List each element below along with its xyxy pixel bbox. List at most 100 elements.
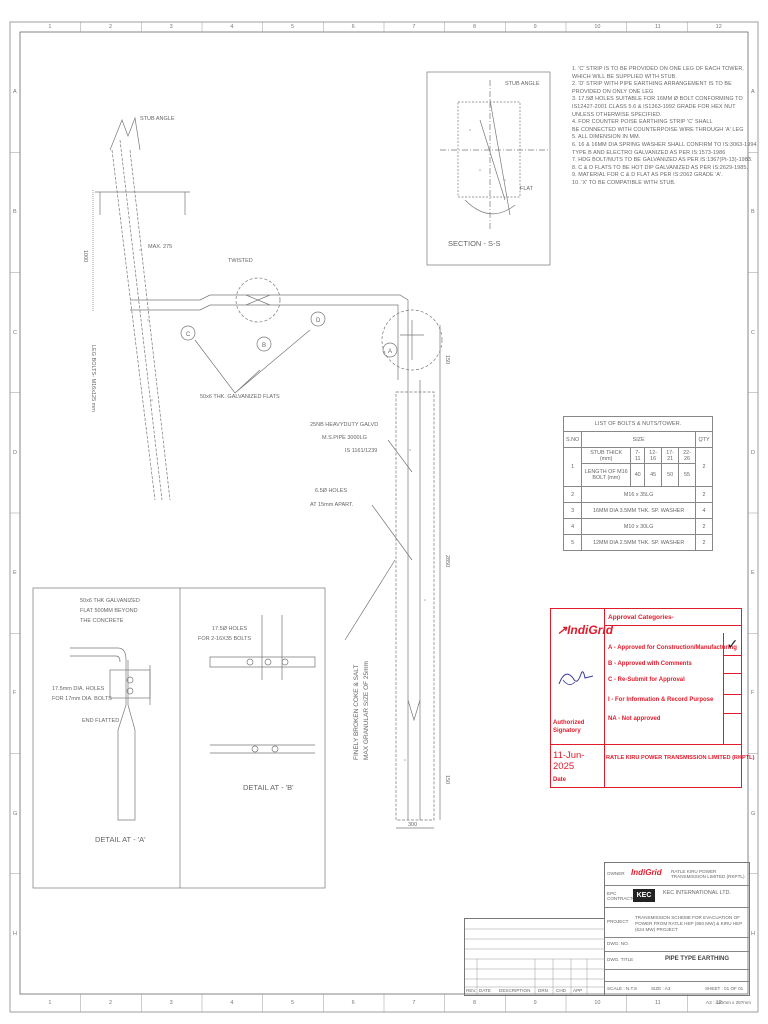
- zone-marker: 12: [715, 24, 722, 30]
- detail-a-line-3: THE CONCRETE: [80, 618, 124, 624]
- checkbox-na: [724, 714, 741, 734]
- note-line: IS12427-2001 CLASS 5.6 & IS1363-1992 GRA…: [572, 103, 736, 110]
- stamp-date: 11-Jun-2025: [553, 750, 585, 772]
- bolt-row-size: 12MM DIA 2.5MM THK. SP. WASHER: [581, 534, 696, 551]
- zone-marker: 4: [230, 24, 234, 30]
- zone-marker: E: [751, 570, 755, 577]
- detail-b-title: DETAIL AT - 'B': [243, 783, 294, 792]
- zone-marker: 1: [48, 24, 52, 30]
- zone-marker: A: [751, 89, 755, 96]
- thk-range: 17-21: [661, 447, 680, 464]
- bolt-row-sno: 2: [562, 486, 583, 503]
- label-pipe-2: M.S.PIPE 3000LG: [322, 435, 367, 441]
- contractor-row: EPC CONTRACTOR KEC KEC INTERNATIONAL LTD…: [605, 885, 749, 908]
- zone-marker: 5: [291, 24, 295, 30]
- category-na-label: NA - Not approved: [608, 716, 661, 722]
- bolt-row-size: M16 x 35LG: [581, 486, 696, 503]
- scale-row: SCALE : N.T.S SIZE : A3 SHEET : 01 OF 01: [605, 981, 749, 996]
- zone-marker: H: [751, 930, 755, 937]
- bolt-length: 50: [661, 463, 680, 487]
- bolt-row-qty: 2: [695, 486, 713, 503]
- project-label: PROJECT: [607, 919, 629, 924]
- label-dim-150-bot: 150: [444, 775, 450, 784]
- bolt-length: 40: [630, 463, 646, 487]
- bolt-list-table: LIST OF BOLTS & NUTS/TOWER. S.NO SIZE QT…: [562, 416, 713, 551]
- zone-marker: 4: [230, 1000, 234, 1006]
- detail-a-line-2: FLAT 500MM BEYOND: [80, 608, 138, 614]
- zone-marker: 8: [473, 1000, 477, 1006]
- note-line: 8. C & D FLATS TO BE HOT DIP GALVANIZED …: [572, 164, 749, 171]
- stamp-heading: Approval Categories-: [608, 614, 674, 621]
- bolt-row-size: M10 x 30LG: [581, 518, 696, 535]
- drawing-title: PIPE TYPE EARTHING: [665, 956, 730, 962]
- rev-header-date: DATE: [479, 988, 491, 993]
- detail-a-title: DETAIL AT - 'A': [95, 835, 146, 844]
- revision-table: REV. DATE DESCRIPTION DRN CHD APP: [464, 918, 605, 996]
- note-line: 2. 'D' STRIP WITH PIPE EARTHING ARRANGEM…: [572, 81, 732, 88]
- rev-header-app: APP: [573, 988, 583, 993]
- zone-marker: H: [13, 930, 17, 937]
- category-a-label: A - Approved for Construction/Manufactur…: [608, 645, 737, 651]
- zone-marker: 6: [351, 24, 355, 30]
- label-dim-300: 300: [408, 822, 417, 828]
- scale-text: SCALE : N.T.S: [607, 986, 638, 991]
- bolt-row-sno: 5: [562, 534, 583, 551]
- label-twisted: TWISTED: [228, 258, 253, 264]
- bolt-row-size: 16MM DIA 3.5MM THK. SP. WASHER: [581, 502, 696, 519]
- zone-marker: 6: [351, 1000, 355, 1006]
- general-notes: 1. 'C' STRIP IS TO BE PROVIDED ON ONE LE…: [572, 66, 757, 188]
- zone-marker: G: [13, 810, 18, 817]
- owner-label: OWNER: [607, 871, 625, 876]
- zone-marker: 11: [655, 1000, 661, 1006]
- zone-marker: 5: [291, 1000, 295, 1006]
- sheet-size-footer: A3 : 420mm x 297mm: [706, 1000, 751, 1005]
- note-line: BE CONNECTED WITH COUNTERPOISE WIRE THRO…: [572, 126, 744, 133]
- stamp-checkbox-column: ✓: [723, 633, 741, 744]
- thk-range: 7-11: [630, 447, 646, 464]
- note-line: 1. 'C' STRIP IS TO BE PROVIDED ON ONE LE…: [572, 66, 744, 72]
- label-dim-2850: 2850: [444, 555, 450, 567]
- bolt-table-title: LIST OF BOLTS & NUTS/TOWER.: [563, 416, 713, 431]
- zone-marker: 2: [109, 24, 113, 30]
- rev-header-drn: DRN: [538, 988, 548, 993]
- category-c-label: C - Re-Submit for Approval: [608, 677, 685, 683]
- drawing-title-label: DWG. TITLE: [607, 957, 634, 962]
- rev-header-chd: CHD: [556, 988, 566, 993]
- thk-range: 12-16: [644, 447, 663, 464]
- zone-marker: E: [13, 570, 17, 577]
- stamp-authorized: Authorized Signatory: [553, 720, 585, 734]
- thk-range: 22-26: [678, 447, 696, 464]
- zone-marker: 10: [594, 24, 601, 30]
- bolt-row-1-sno: 1: [562, 447, 583, 487]
- zone-marker: 2: [109, 1000, 113, 1006]
- size-text: SIZE : A3: [651, 986, 671, 991]
- owner-logo: IndiGrid: [631, 868, 662, 877]
- label-max-275: MAX. 275: [148, 244, 172, 250]
- rev-header-description: DESCRIPTION: [499, 988, 531, 993]
- bolt-table-header-sno: S.NO: [562, 431, 583, 448]
- label-dim-1000: 1000: [82, 250, 88, 262]
- detail-a-holes-2: FOR 17mm DIA. BOLTS: [52, 696, 112, 702]
- signature-icon: [558, 671, 594, 685]
- note-line: UNLESS OTHERWISE SPECIFIED.: [572, 111, 662, 118]
- stamp-heading-rule: [604, 625, 741, 626]
- label-pipe-3: IS 1161/1239: [345, 448, 377, 454]
- zone-marker: F: [751, 690, 755, 697]
- sheet-text: SHEET : 01 OF 01: [705, 986, 744, 991]
- zone-marker: 7: [412, 1000, 416, 1006]
- bolt-row-sno: 4: [562, 518, 583, 535]
- category-b-label: B - Approved with Comments: [608, 661, 692, 667]
- detail-b-holes-1: 17.5Ø HOLES: [212, 626, 247, 632]
- bolt-row-sno: 3: [562, 502, 583, 519]
- label-coke-2: MAX GRANULAR SIZE OF 25mm: [363, 661, 370, 760]
- zone-marker: 12: [715, 1000, 722, 1006]
- rev-header-rev: REV.: [466, 988, 477, 993]
- title-block: OWNER IndiGrid RATLE KIRU POWER TRANSMIS…: [604, 862, 750, 996]
- note-line: WHICH WILL BE SUPPLIED WITH STUB.: [572, 73, 677, 80]
- zone-marker: 9: [533, 1000, 537, 1006]
- bolt-row-1-qty: 2: [695, 447, 713, 487]
- detail-a-holes-1: 17.5mm DIA. HOLES: [52, 686, 105, 692]
- label-holes-2: AT 15mm APART.: [310, 502, 354, 508]
